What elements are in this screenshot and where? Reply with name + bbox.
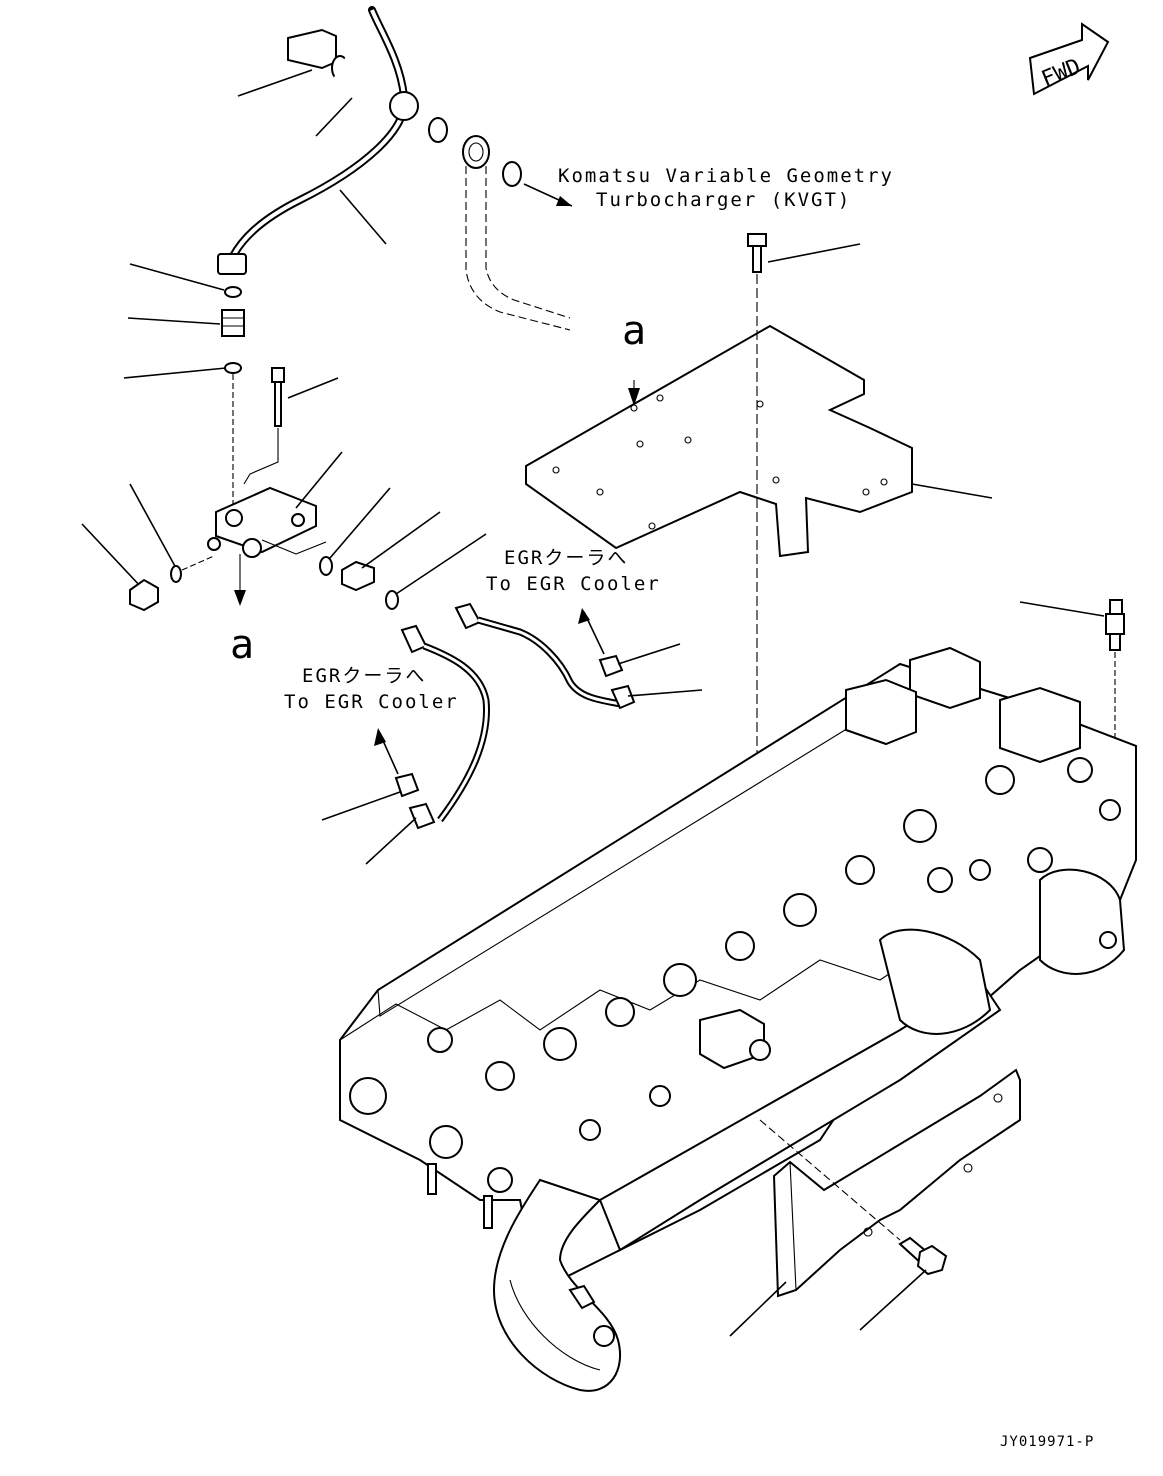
turbo-oil-tube [217, 6, 571, 331]
forward-arrow-icon: FWD [1028, 22, 1110, 96]
gasket-plate [729, 1068, 1021, 1337]
heat-shield-plate: a [525, 308, 993, 558]
drawing-code: JY019971-P [1000, 1434, 1094, 1450]
ref-a-top: a [622, 308, 646, 354]
oil-block: a [207, 428, 317, 668]
egr-tube-lower: EGRクーラへ To EGR Cooler [284, 624, 491, 865]
fitting-stack [221, 286, 285, 508]
egr-upper-en: To EGR Cooler [486, 573, 661, 595]
kvgt-label-line2: Turbocharger (KVGT) [596, 189, 851, 211]
egr-upper-jp: EGRクーラへ [504, 547, 628, 569]
cylinder-head [339, 646, 1137, 1303]
egr-lower-jp: EGRクーラへ [302, 665, 426, 687]
kvgt-label-line1: Komatsu Variable Geometry [558, 165, 894, 187]
exhaust-manifold [492, 868, 1126, 1392]
ref-a-bottom: a [230, 622, 254, 668]
egr-lower-en: To EGR Cooler [284, 691, 459, 713]
egr-tube-upper: EGRクーラへ To EGR Cooler [454, 547, 703, 710]
